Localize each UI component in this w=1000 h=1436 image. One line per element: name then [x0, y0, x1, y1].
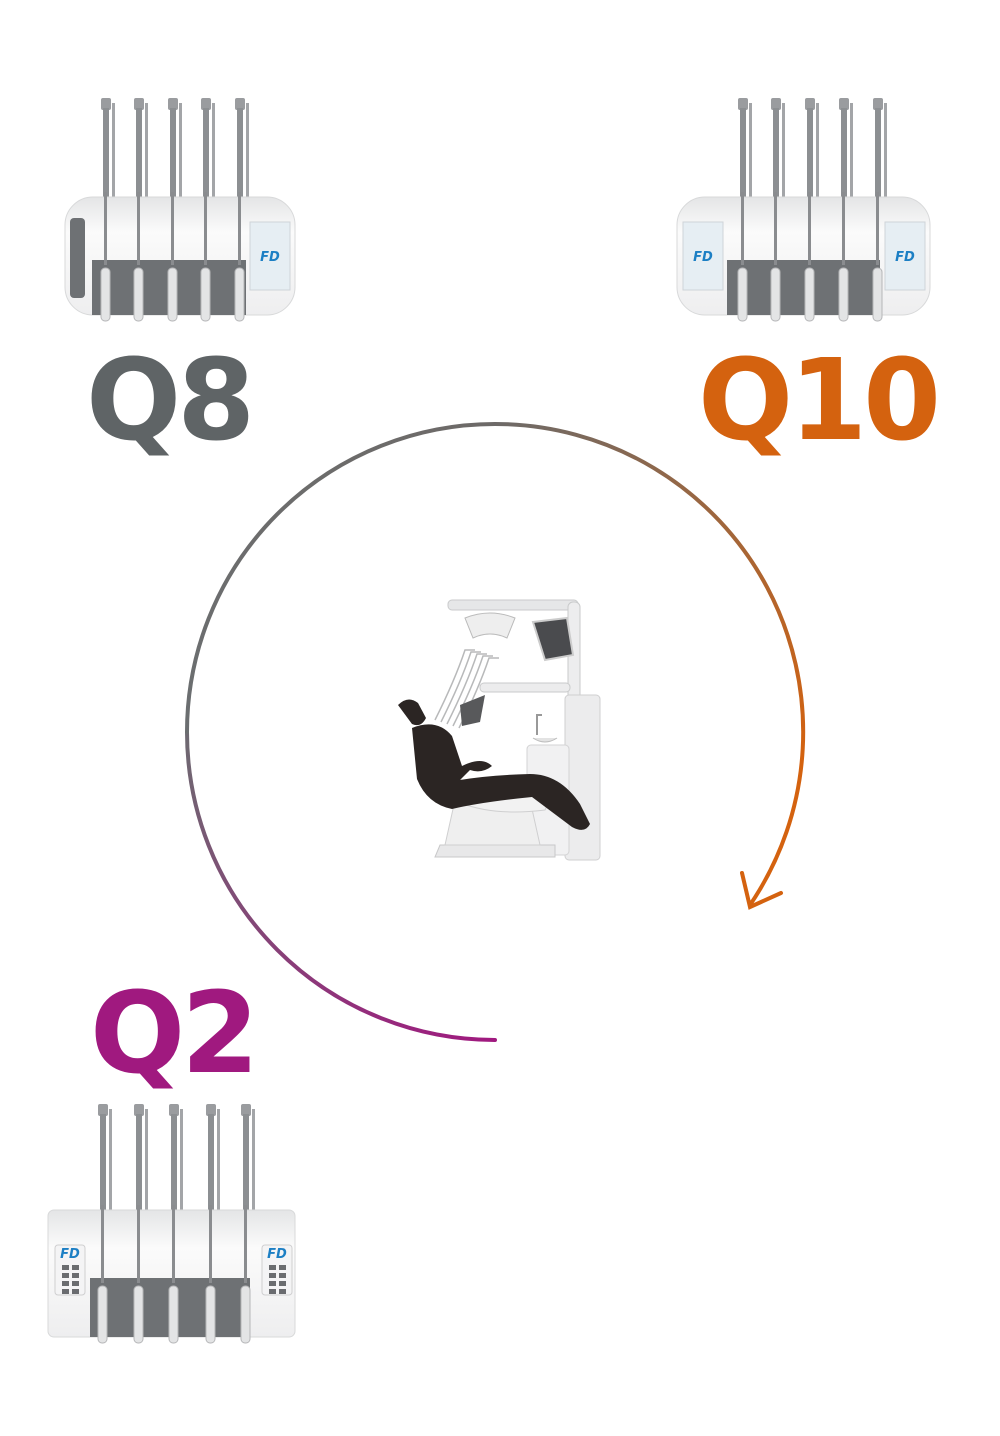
hose-holder — [873, 98, 883, 110]
handpiece — [133, 1285, 144, 1344]
hose-arm — [170, 108, 176, 197]
hose-holder — [839, 98, 849, 110]
hose-arm — [136, 1114, 142, 1210]
hose-holder — [98, 1104, 108, 1116]
hose-arm — [875, 108, 881, 197]
handpiece — [168, 1285, 179, 1344]
hose-arm — [103, 108, 109, 197]
hose-holder — [134, 98, 144, 110]
label-q2: Q2 — [90, 969, 259, 1099]
delivery-unit-q10: FD FD — [676, 98, 931, 322]
handpiece — [240, 1285, 251, 1344]
handpiece — [167, 267, 178, 322]
handpiece — [133, 267, 144, 322]
hose-holder — [169, 1104, 179, 1116]
hose-arm — [740, 108, 746, 197]
delivery-unit-q8: FD — [64, 98, 296, 322]
side-slot — [70, 218, 85, 298]
hose-arm — [136, 108, 142, 197]
hose-holder — [771, 98, 781, 110]
hose-holder — [134, 1104, 144, 1116]
handpiece — [234, 267, 245, 322]
handpiece — [205, 1285, 216, 1344]
handpiece — [838, 267, 849, 322]
hose-holder — [241, 1104, 251, 1116]
touch-screen — [249, 221, 291, 291]
brand-logo: FD — [693, 250, 713, 265]
dental-chair-illustration — [398, 599, 601, 861]
hose-holder — [805, 98, 815, 110]
hose-arm — [841, 108, 847, 197]
handpiece — [200, 267, 211, 322]
handpiece — [804, 267, 815, 322]
handpiece — [872, 267, 883, 322]
handpiece — [100, 267, 111, 322]
label-q10: Q10 — [698, 336, 941, 466]
hose-holder — [235, 98, 245, 110]
touch-screen — [682, 221, 724, 291]
brand-logo: FD — [60, 1247, 80, 1262]
arrow-head-icon — [740, 871, 783, 910]
hose-arm — [237, 108, 243, 197]
handpiece — [737, 267, 748, 322]
handpiece — [770, 267, 781, 322]
hose-arm — [100, 1114, 106, 1210]
hose-holder — [101, 98, 111, 110]
handpiece — [97, 1285, 108, 1344]
rotation-arc — [185, 422, 806, 1042]
hose-holder — [168, 98, 178, 110]
hose-arm — [773, 108, 779, 197]
delivery-unit-q2: FD FD — [47, 1104, 296, 1344]
brand-logo: FD — [267, 1247, 287, 1262]
brand-logo: FD — [260, 250, 280, 265]
touch-screen — [884, 221, 926, 291]
label-q8: Q8 — [86, 336, 255, 466]
hose-holder — [206, 1104, 216, 1116]
hose-arm — [807, 108, 813, 197]
hose-arm — [243, 1114, 249, 1210]
hose-holder — [738, 98, 748, 110]
hose-arm — [171, 1114, 177, 1210]
instrument-panel — [727, 260, 880, 315]
brand-logo: FD — [895, 250, 915, 265]
hose-holder — [201, 98, 211, 110]
hose-arm — [208, 1114, 214, 1210]
hose-arm — [203, 108, 209, 197]
